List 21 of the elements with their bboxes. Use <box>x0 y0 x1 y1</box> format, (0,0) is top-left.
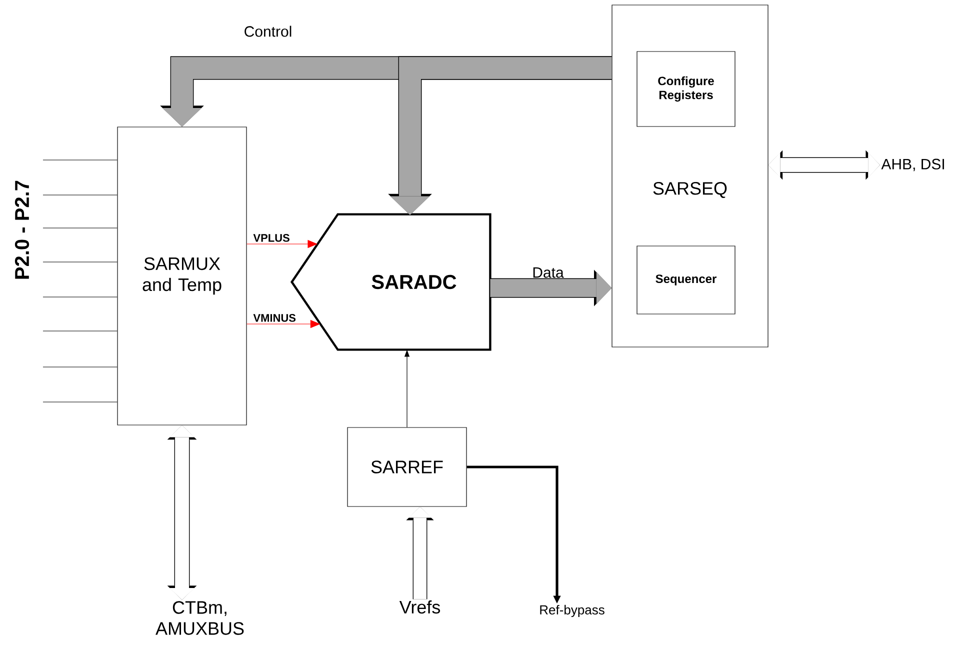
bus-arrow <box>768 150 880 180</box>
block-box: Sequencer <box>636 246 736 314</box>
edge-label: Control <box>244 26 292 37</box>
block-box: Configure Registers <box>636 51 736 127</box>
bus-arrow <box>388 56 612 215</box>
bus-arrow <box>167 425 197 600</box>
signal-text: Ref-bypass <box>540 604 604 618</box>
edge-label: VPLUS <box>253 234 290 242</box>
signal-text: AHB, DSI <box>881 158 944 172</box>
signal-text: Vrefs <box>399 600 440 614</box>
block-box: SARMUX and Temp <box>117 126 247 426</box>
pin-line <box>42 366 118 368</box>
bus-arrow <box>406 506 434 600</box>
pin-line <box>42 296 118 298</box>
pin-line <box>42 194 118 196</box>
signal-text: CTBm, AMUXBUS <box>156 601 244 635</box>
edge-label: Data <box>533 267 564 278</box>
port-label: P2.0 - P2.7 <box>14 180 30 279</box>
bus-arrow <box>490 270 612 306</box>
block-box: SARREF <box>347 427 467 507</box>
pin-line <box>42 330 118 332</box>
